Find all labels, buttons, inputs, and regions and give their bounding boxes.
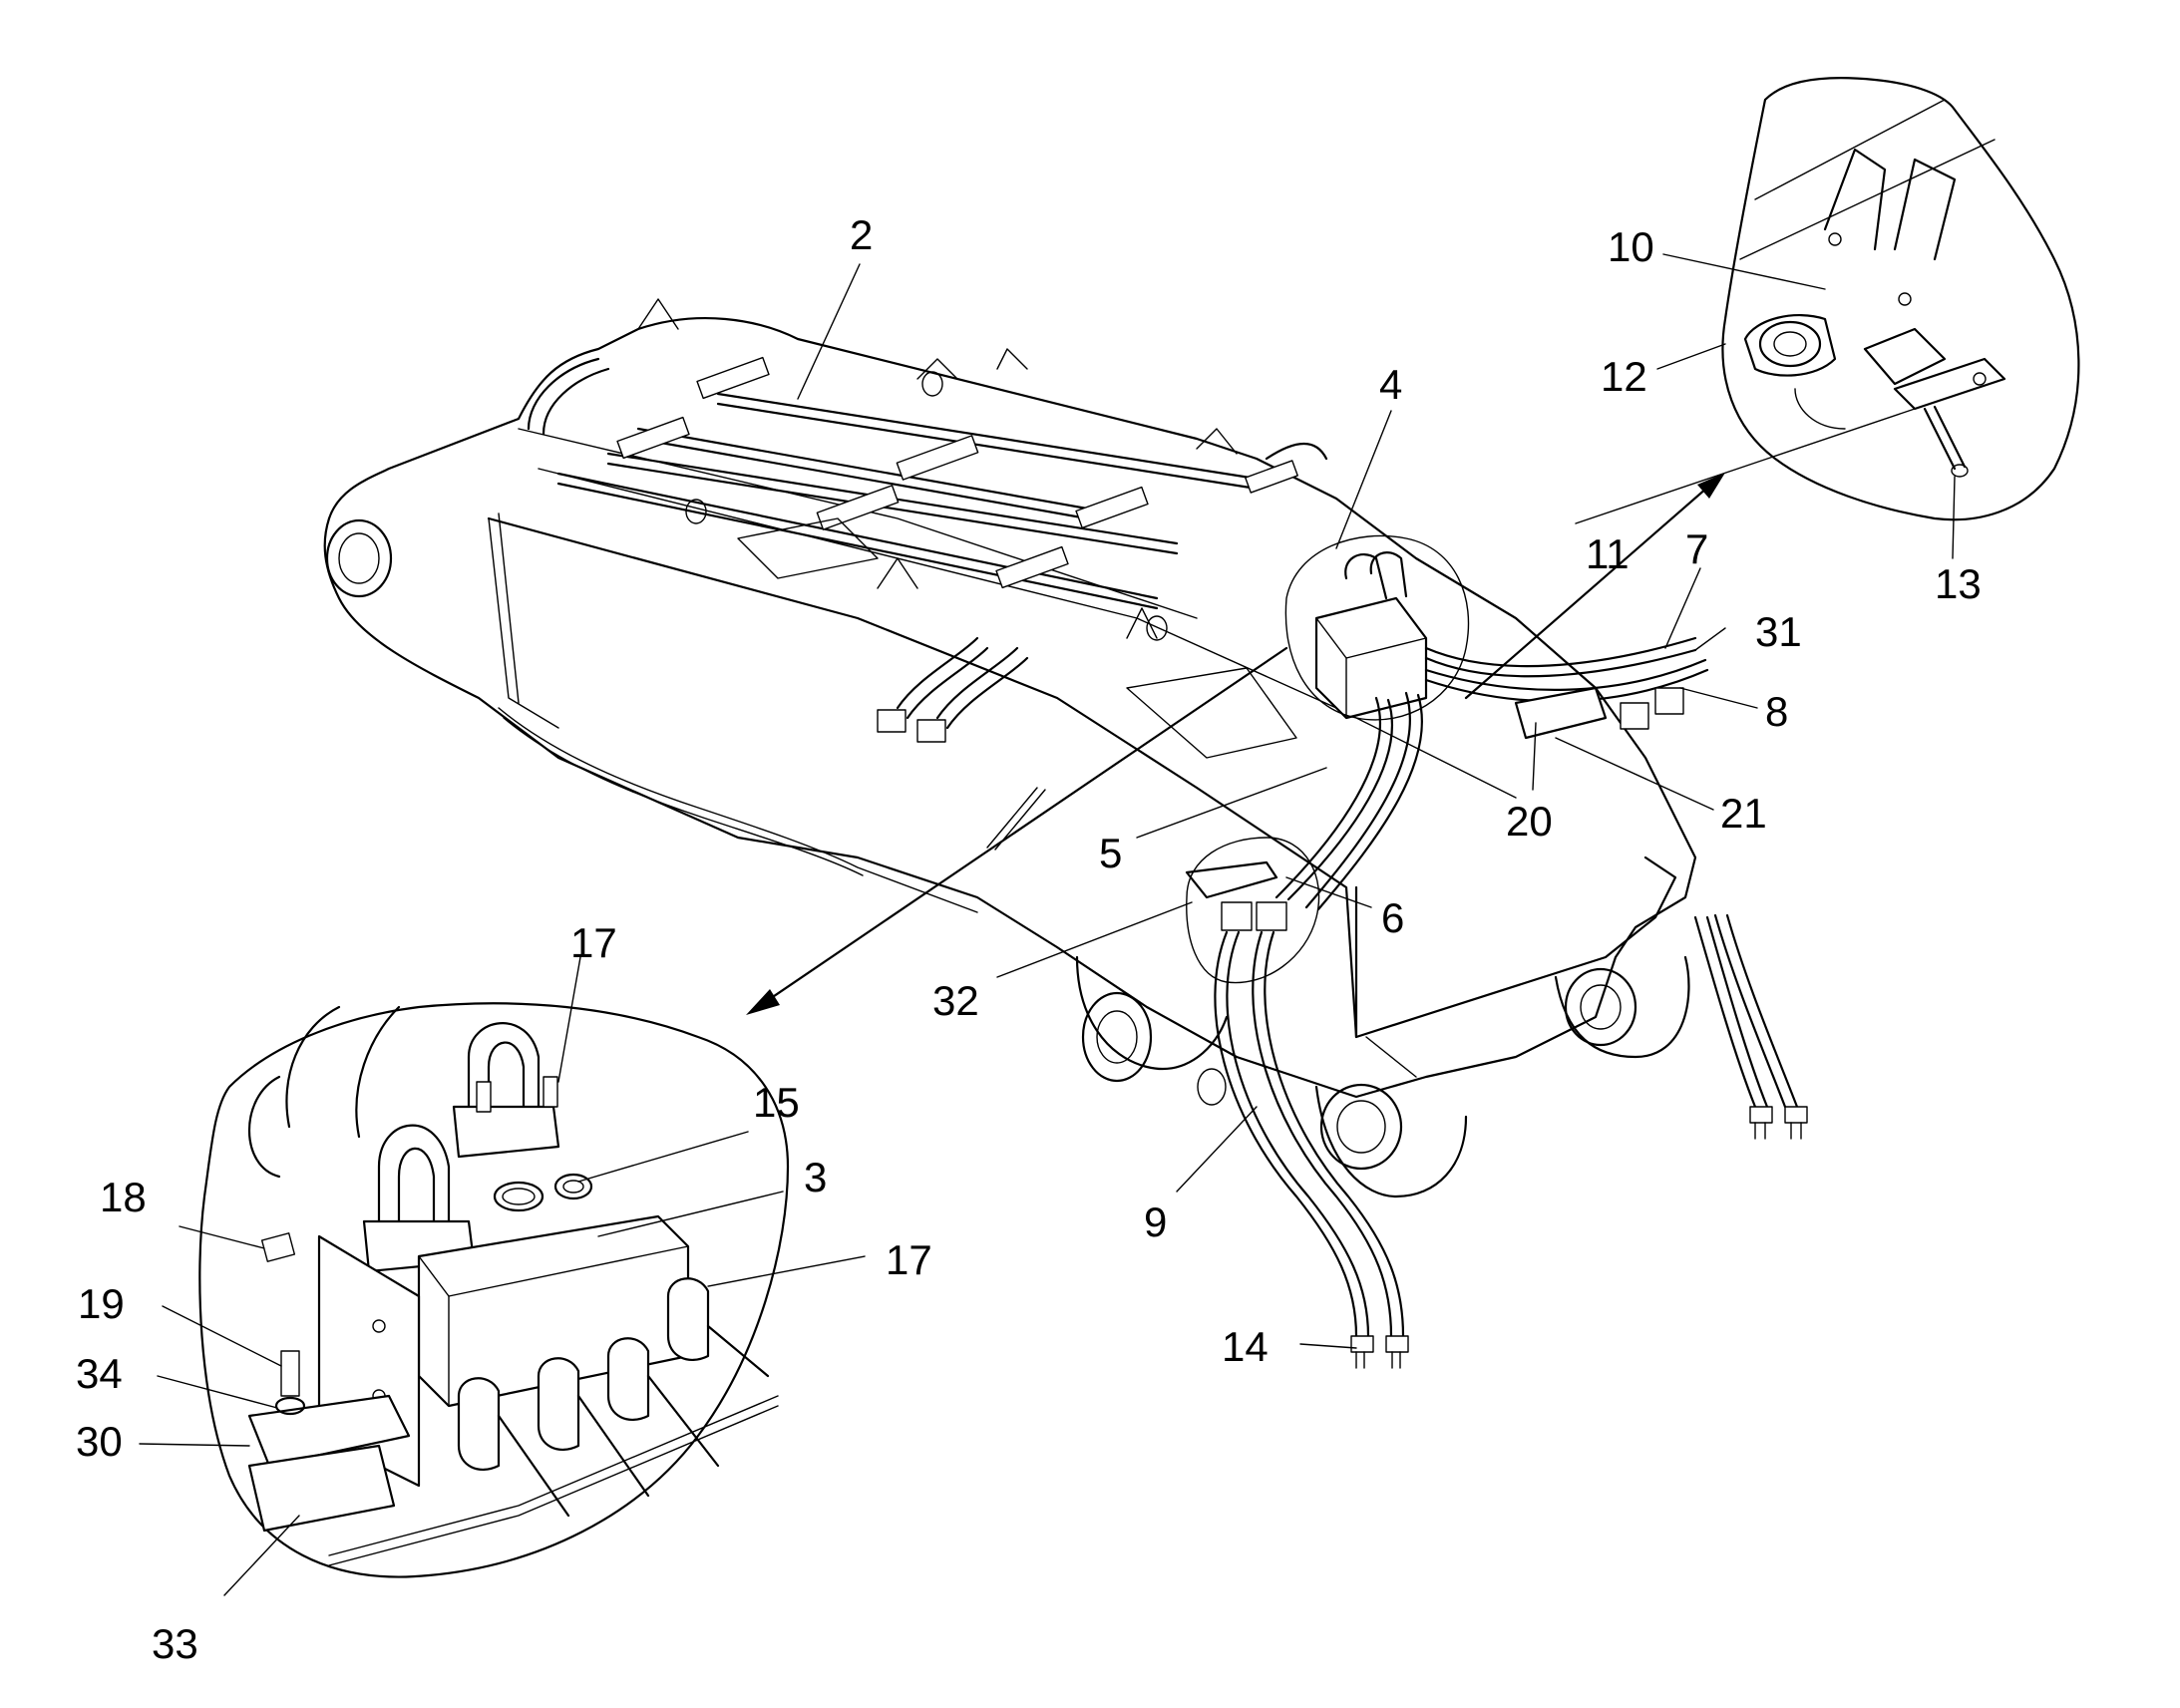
label-31: 31 bbox=[1755, 608, 1802, 655]
label-11: 11 bbox=[1586, 530, 1630, 577]
label-3: 3 bbox=[804, 1154, 827, 1200]
label-20: 20 bbox=[1506, 798, 1553, 845]
label-17-right: 17 bbox=[886, 1236, 932, 1283]
label-6: 6 bbox=[1381, 894, 1404, 941]
label-18: 18 bbox=[100, 1174, 147, 1220]
label-8: 8 bbox=[1765, 688, 1788, 735]
label-13: 13 bbox=[1935, 560, 1982, 607]
label-5: 5 bbox=[1099, 830, 1122, 876]
label-19: 19 bbox=[78, 1280, 125, 1327]
detail-view-left bbox=[198, 1002, 790, 1578]
label-33: 33 bbox=[152, 1620, 198, 1667]
label-7: 7 bbox=[1685, 525, 1708, 572]
leader-lines bbox=[139, 253, 1956, 1596]
label-10: 10 bbox=[1608, 223, 1654, 270]
label-2: 2 bbox=[850, 211, 873, 258]
boom-assembly bbox=[323, 298, 1808, 1369]
label-12: 12 bbox=[1601, 353, 1647, 400]
label-21: 21 bbox=[1720, 790, 1767, 837]
label-32: 32 bbox=[932, 977, 979, 1024]
reference-labels: 2 4 5 6 7 31 8 21 20 32 9 14 10 12 11 13… bbox=[76, 211, 1982, 1667]
label-17-top: 17 bbox=[570, 919, 617, 966]
label-14: 14 bbox=[1222, 1323, 1269, 1370]
label-15: 15 bbox=[753, 1079, 800, 1126]
detail-view-right bbox=[1721, 77, 2080, 521]
label-9: 9 bbox=[1144, 1198, 1167, 1245]
label-30: 30 bbox=[76, 1418, 123, 1465]
detail-markers bbox=[746, 473, 1725, 1015]
label-34: 34 bbox=[76, 1350, 123, 1397]
label-4: 4 bbox=[1379, 361, 1402, 408]
